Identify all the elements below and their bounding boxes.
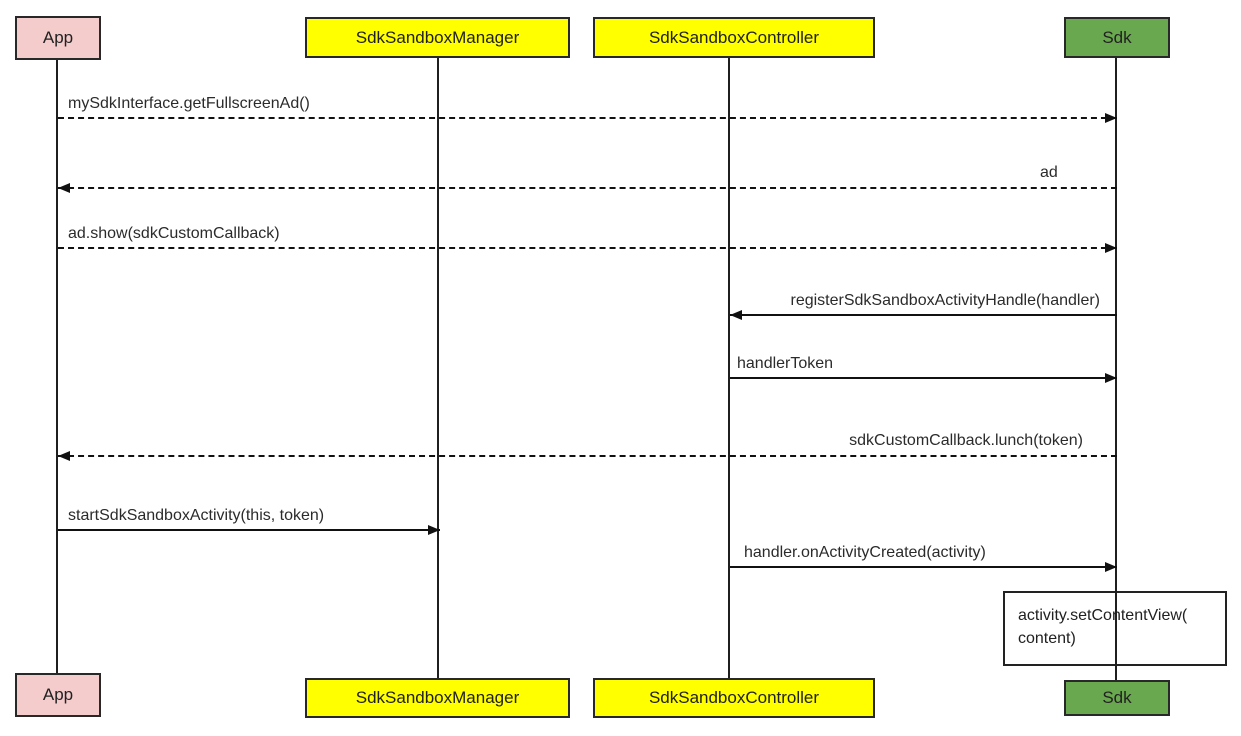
actor-label-sdk-sandbox-controller: SdkSandboxController <box>648 27 820 47</box>
message-line-ad <box>58 187 1117 189</box>
actor-label-app: App <box>42 685 74 704</box>
message-label-register-activity-handle: registerSdkSandboxActivityHandle(handler… <box>790 292 1101 309</box>
message-label-ad: ad <box>1040 164 1058 181</box>
actor-box-sdk-sandbox-manager-bottom: SdkSandboxManager <box>305 678 570 718</box>
note-line-1: activity.setContentView( <box>1018 607 1188 624</box>
message-label-get-fullscreen-ad: mySdkInterface.getFullscreenAd() <box>68 95 310 112</box>
arrowhead-right-icon <box>428 525 440 535</box>
actor-label-sdk-sandbox-controller: SdkSandboxController <box>648 688 820 707</box>
arrowhead-right-icon <box>1105 373 1117 383</box>
note-line-2: content) <box>1018 630 1076 647</box>
actor-label-sdk-sandbox-manager: SdkSandboxManager <box>355 688 520 707</box>
arrowhead-right-icon <box>1105 562 1117 572</box>
actor-box-sdk-top: Sdk <box>1064 17 1170 58</box>
lifeline-sdk-sandbox-manager <box>437 58 439 678</box>
message-line-start-sandbox-activity <box>58 529 440 531</box>
message-line-handler-token <box>730 377 1117 379</box>
lifeline-app <box>56 60 58 673</box>
actor-label-sdk: Sdk <box>1102 27 1132 47</box>
arrowhead-right-icon <box>1105 113 1117 123</box>
arrowhead-left-icon <box>58 183 70 193</box>
actor-box-sdk-sandbox-controller-bottom: SdkSandboxController <box>593 678 875 718</box>
message-line-get-fullscreen-ad <box>58 117 1117 119</box>
lifeline-sdk-sandbox-controller <box>728 58 730 678</box>
message-line-register-activity-handle <box>730 314 1117 316</box>
arrowhead-left-icon <box>730 310 742 320</box>
message-line-ad-show <box>58 247 1117 249</box>
message-label-callback-lunch: sdkCustomCallback.lunch(token) <box>849 432 1083 449</box>
actor-label-sdk: Sdk <box>1102 688 1132 707</box>
actor-box-app-bottom: App <box>15 673 101 717</box>
message-label-start-sandbox-activity: startSdkSandboxActivity(this, token) <box>68 507 325 524</box>
arrowhead-left-icon <box>58 451 70 461</box>
actor-box-sdk-bottom: Sdk <box>1064 680 1170 716</box>
message-label-handler-token: handlerToken <box>737 355 834 372</box>
actor-box-sdk-sandbox-manager-top: SdkSandboxManager <box>305 17 570 58</box>
message-label-ad-show: ad.show(sdkCustomCallback) <box>68 225 280 242</box>
actor-label-app: App <box>42 28 74 47</box>
message-label-on-activity-created: handler.onActivityCreated(activity) <box>744 544 986 561</box>
actor-box-app-top: App <box>15 16 101 60</box>
actor-box-sdk-sandbox-controller-top: SdkSandboxController <box>593 17 875 58</box>
actor-label-sdk-sandbox-manager: SdkSandboxManager <box>355 27 520 47</box>
lifeline-sdk <box>1115 58 1117 681</box>
arrowhead-right-icon <box>1105 243 1117 253</box>
message-line-callback-lunch <box>58 455 1117 457</box>
message-line-on-activity-created <box>730 566 1117 568</box>
